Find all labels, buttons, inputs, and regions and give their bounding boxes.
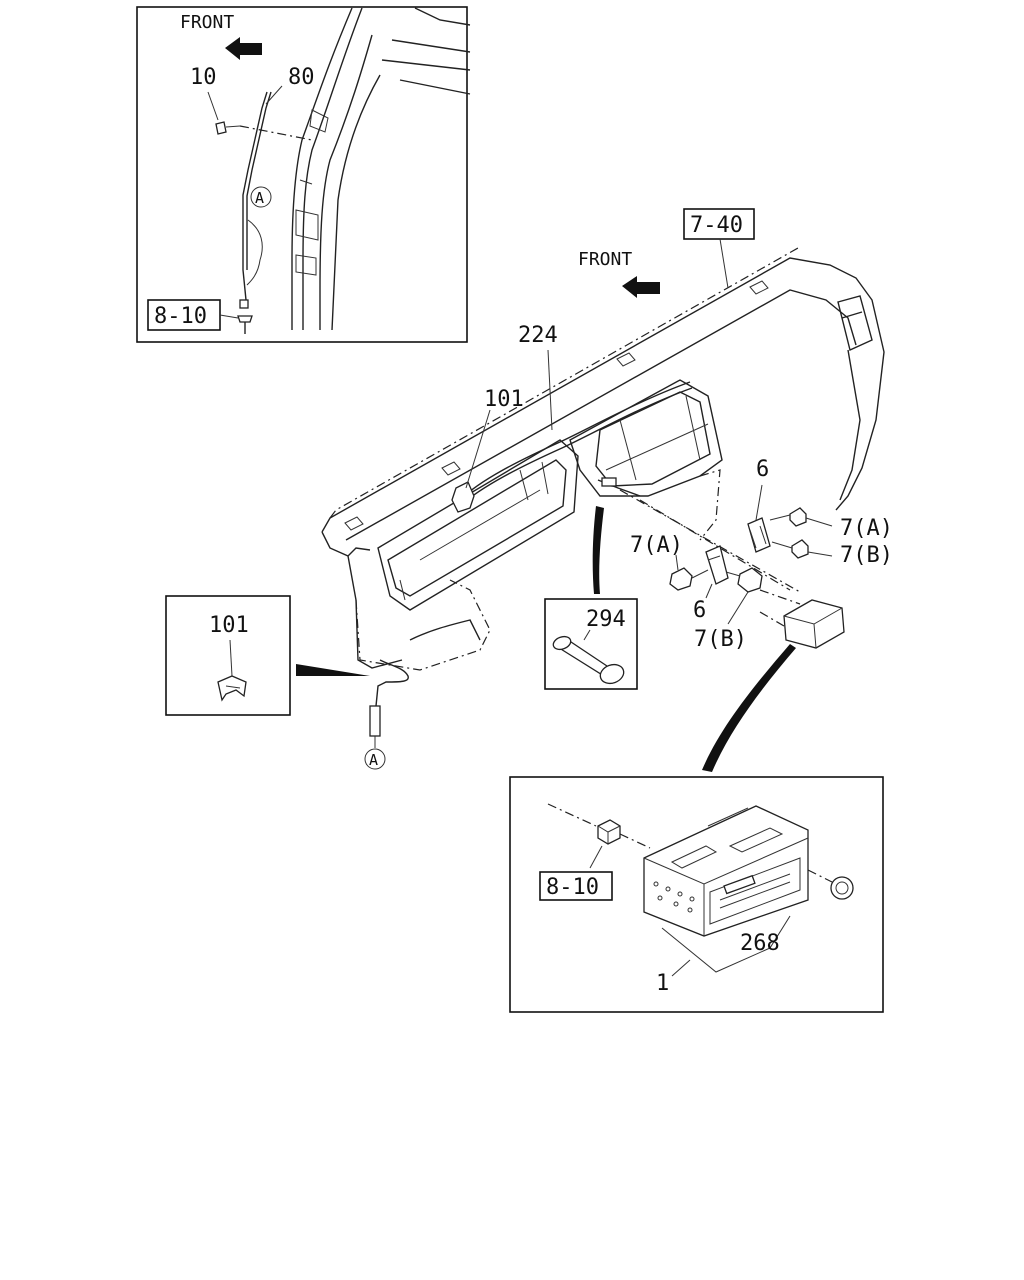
front-arrow-main-icon bbox=[622, 276, 660, 298]
cluster-opening bbox=[377, 439, 579, 611]
pillar-outline bbox=[291, 7, 353, 330]
antenna-connector bbox=[237, 315, 253, 323]
bolt-7a-left-icon bbox=[669, 567, 693, 591]
part-224-label: 224 bbox=[518, 323, 558, 348]
front-arrow-inset-icon bbox=[225, 37, 262, 60]
center-console-frame bbox=[569, 379, 723, 497]
radio-knob bbox=[830, 876, 854, 900]
callout-arrow-101-icon bbox=[296, 664, 370, 676]
part-268-label: 268 bbox=[740, 931, 780, 956]
part-10-label: 10 bbox=[190, 65, 217, 90]
sleeve-294-inset: 294 bbox=[544, 598, 638, 690]
pillar-inset-frame bbox=[136, 6, 468, 343]
bolt-7b-lower-icon bbox=[737, 567, 763, 593]
bracket-6-upper bbox=[747, 517, 771, 553]
bolt-7b-right-icon bbox=[791, 539, 809, 559]
clip-101-detail bbox=[217, 675, 247, 702]
part-7b-right-label: 7(B) bbox=[840, 543, 893, 568]
part-7a-left-label: 7(A) bbox=[630, 533, 683, 558]
part-1-label: 1 bbox=[656, 971, 669, 996]
radio-inset-frame bbox=[509, 776, 884, 1013]
part-101-label-main: 101 bbox=[484, 387, 524, 412]
dashboard-assembly: 7-40 FRONT bbox=[296, 208, 893, 772]
lead-connector bbox=[369, 705, 381, 737]
part-6-upper-label: 6 bbox=[756, 457, 769, 482]
clip-101 bbox=[451, 481, 475, 513]
radio-faceplate bbox=[709, 857, 801, 925]
ref-a-circle-main bbox=[364, 748, 386, 770]
front-label-main: FRONT bbox=[578, 249, 632, 270]
sleeve-inset-frame bbox=[544, 598, 638, 690]
part-7a-right-label: 7(A) bbox=[840, 516, 893, 541]
part-6-lower-label: 6 bbox=[693, 598, 706, 623]
harness-224 bbox=[459, 381, 691, 501]
callout-arrow-294-icon bbox=[592, 506, 604, 594]
bolt-7a-right-icon bbox=[789, 507, 807, 527]
antenna-rod bbox=[242, 91, 268, 301]
bolt-icon bbox=[215, 121, 227, 135]
clip-inset-frame bbox=[165, 595, 291, 716]
ref-7-40-box bbox=[683, 208, 755, 240]
part-101-label-inset: 101 bbox=[209, 613, 249, 638]
ref-8-10-label-radio: 8-10 bbox=[546, 875, 599, 900]
ref-a-circle-inset bbox=[250, 186, 272, 208]
callout-arrow-radio-icon bbox=[702, 644, 796, 772]
ref-7-40-label: 7-40 bbox=[690, 213, 743, 238]
ref-8-10-box-radio bbox=[539, 871, 613, 901]
antenna-lead bbox=[375, 659, 409, 707]
ref-a-label-main: A bbox=[369, 751, 378, 769]
pillar-antenna-inset: FRONT 10 80 A 8-10 bbox=[136, 6, 471, 343]
radio-inset: 8-10 268 1 bbox=[509, 776, 884, 1013]
dashboard-top-outline bbox=[321, 257, 885, 533]
bracket-6-lower bbox=[705, 545, 729, 585]
ref-a-label-inset: A bbox=[255, 189, 264, 207]
ref-8-10-label-inset: 8-10 bbox=[154, 304, 207, 329]
front-label-inset: FRONT bbox=[180, 12, 234, 33]
radio-head-unit bbox=[643, 805, 809, 937]
part-294-label: 294 bbox=[586, 607, 626, 632]
clip-101-inset: 101 bbox=[165, 595, 291, 716]
part-80-label: 80 bbox=[288, 65, 315, 90]
part-7b-lower-label: 7(B) bbox=[694, 627, 747, 652]
radio-display bbox=[723, 874, 756, 895]
